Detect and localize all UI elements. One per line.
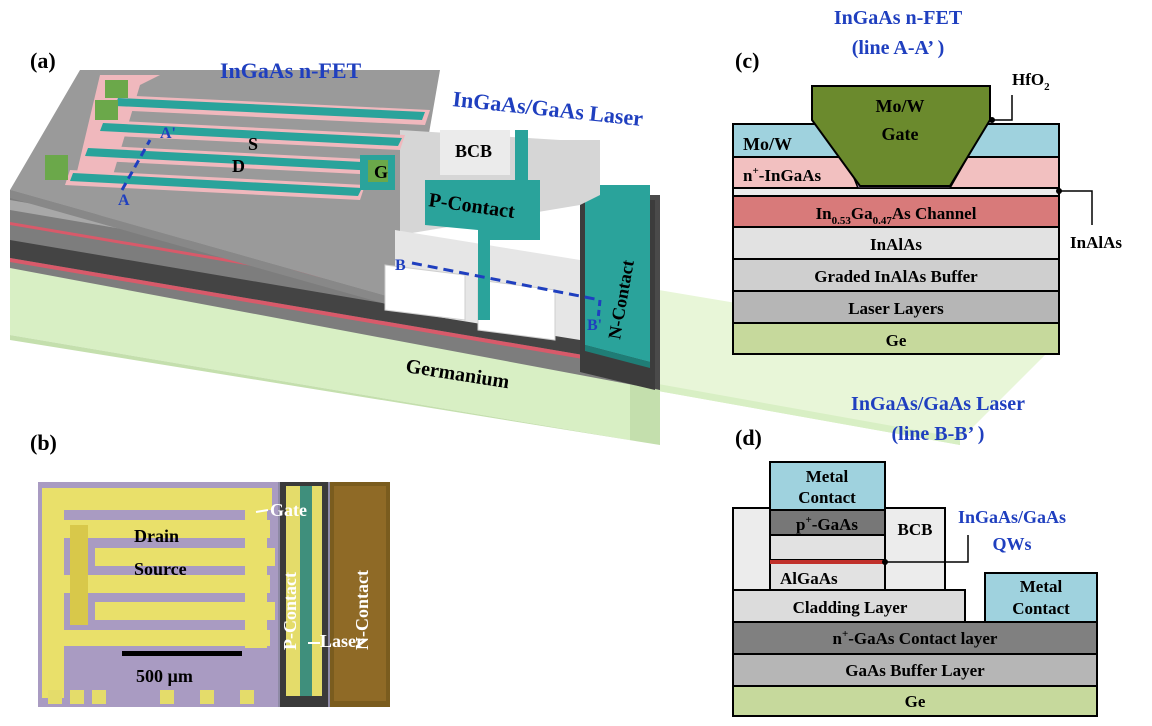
line-a-a xyxy=(120,139,152,191)
scale-bar xyxy=(122,651,242,656)
c-inalas-side: InAlAs xyxy=(1070,233,1122,252)
laser-title: InGaAs/GaAs Laser xyxy=(451,86,644,131)
c-mow-label: Mo/W xyxy=(743,134,792,154)
c-gate-line2: Gate xyxy=(882,124,919,144)
label-b: B xyxy=(395,257,406,274)
c-layer-thin-inalas xyxy=(732,187,1060,197)
c-nplus-label: n+-InGaAs xyxy=(743,165,821,185)
label-a-prime: A' xyxy=(160,125,176,142)
label-p-contact-b: P-Contact xyxy=(280,572,300,650)
d-metal-top-1: Metal xyxy=(806,467,849,486)
label-g: G xyxy=(374,162,388,182)
c-title-2: (line A-A’ ) xyxy=(852,37,945,59)
p-contact-pad xyxy=(425,180,540,320)
metal-fingers xyxy=(42,488,275,698)
panel-d-label: (d) xyxy=(735,425,762,450)
c-layer-buffer xyxy=(732,258,1060,292)
n-contact-pad xyxy=(585,185,650,362)
d-qws-1: InGaAs/GaAs xyxy=(958,507,1066,527)
c-hfo2-label: HfO2 xyxy=(1012,70,1050,93)
label-d: D xyxy=(232,156,245,176)
d-algaas-label: AlGaAs xyxy=(780,569,838,588)
d-title-1: InGaAs/GaAs Laser xyxy=(851,393,1025,415)
c-gate xyxy=(811,85,991,187)
panel-c: (c) InGaAs n-FET (line A-A’ ) Mo/W Gate … xyxy=(732,7,1122,355)
d-layer-cladding xyxy=(732,589,966,623)
c-layer-label-0: InAlAs xyxy=(870,235,922,254)
panel-a-label: (a) xyxy=(30,48,56,73)
d-metal-top-2: Contact xyxy=(798,488,856,507)
c-title-1: InGaAs n-FET xyxy=(834,7,963,29)
d-title-2: (line B-B’ ) xyxy=(892,423,985,445)
panel-b-label: (b) xyxy=(30,430,57,455)
bcb-block xyxy=(440,130,510,175)
panel-b: (b) Drain Source Gate xyxy=(30,430,390,707)
panel-a: (a) InGaAs n-FET InGaAs/GaAs Laser S D G… xyxy=(10,48,1045,445)
c-channel-label: In0.53Ga0.47As Channel xyxy=(816,204,977,227)
label-a: A xyxy=(118,192,130,209)
label-scale: 500 µm xyxy=(136,666,193,686)
label-n-contact-b: N-Contact xyxy=(352,570,372,650)
label-s: S xyxy=(248,134,258,154)
nfet-title: InGaAs n-FET xyxy=(220,58,362,83)
fet-fingers xyxy=(45,75,430,200)
label-bcb: BCB xyxy=(455,141,492,161)
d-ge-label: Ge xyxy=(905,692,926,711)
d-layer-ncontact xyxy=(732,621,1098,655)
d-buffer-label: GaAs Buffer Layer xyxy=(845,661,985,680)
panel-c-label: (c) xyxy=(735,48,759,73)
germanium-front xyxy=(10,268,630,440)
d-layer-buffer xyxy=(732,653,1098,687)
c-gate-line1: Mo/W xyxy=(876,96,925,116)
d-cladding-label: Cladding Layer xyxy=(793,598,908,617)
d-qws-2: QWs xyxy=(992,534,1031,554)
c-layer-laser xyxy=(732,290,1060,324)
label-source: Source xyxy=(134,559,187,579)
d-metal-contact-right xyxy=(984,572,1098,623)
c-layer-label-1: Graded InAlAs Buffer xyxy=(814,267,978,286)
c-layer-label-2: Laser Layers xyxy=(848,299,944,318)
d-layer-algaas xyxy=(769,559,886,591)
label-gate: Gate xyxy=(270,500,307,520)
d-layer-ge xyxy=(732,685,1098,717)
c-layer-inalas xyxy=(732,226,1060,260)
d-bcb-label: BCB xyxy=(898,520,933,539)
d-metal-right-1: Metal xyxy=(1020,577,1063,596)
d-metal-contact-top xyxy=(769,461,886,511)
label-b-prime: B' xyxy=(587,317,602,334)
d-metal-right-2: Contact xyxy=(1012,599,1070,618)
c-layer-label-3: Ge xyxy=(886,331,907,350)
panel-d: (d) InGaAs/GaAs Laser (line B-B’ ) Metal… xyxy=(732,393,1098,717)
label-drain: Drain xyxy=(134,526,179,546)
d-ncontact-label: n+-GaAs Contact layer xyxy=(833,628,998,648)
d-pgaas-label: p+-GaAs xyxy=(796,514,858,534)
label-laser: Laser xyxy=(320,631,364,651)
